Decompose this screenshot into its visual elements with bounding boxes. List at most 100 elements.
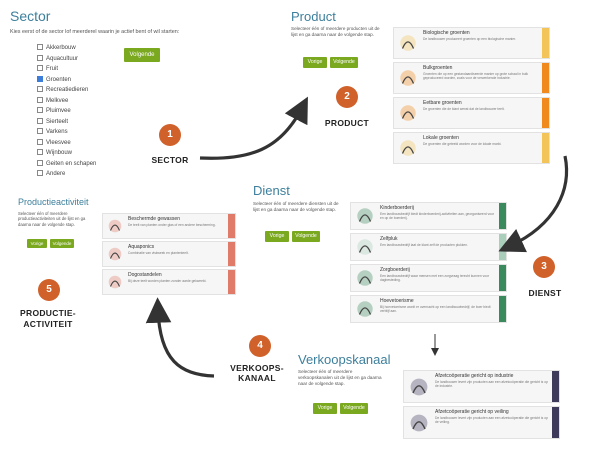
- checkbox[interactable]: [37, 65, 43, 72]
- verkoopskanaal-prev-button[interactable]: Vorige: [313, 403, 337, 414]
- product-card-title: Eetbare groenten: [423, 100, 462, 106]
- checkbox[interactable]: [37, 96, 43, 103]
- dienst-icon: [354, 205, 376, 227]
- sector-option-label: Andere: [46, 171, 66, 177]
- sector-option[interactable]: Fruit: [37, 65, 58, 73]
- checkbox[interactable]: [37, 128, 43, 135]
- sector-next-button[interactable]: Volgende: [124, 48, 160, 62]
- dienst-icon: [354, 298, 376, 320]
- checkbox[interactable]: [37, 159, 43, 166]
- sector-option[interactable]: Geiten en schapen: [37, 159, 96, 168]
- productieactiviteit-card-text: Combinatie van viskweek en plantenteelt.: [128, 251, 189, 255]
- product-title: Product: [291, 9, 336, 24]
- step-3-label: DIENST: [528, 288, 562, 298]
- sector-option[interactable]: Melkvee: [37, 96, 68, 105]
- arrow-sector-to-product: [199, 96, 308, 160]
- sector-option-label: Recreatiedieren: [46, 87, 89, 93]
- sector-option-label: Varkens: [46, 129, 68, 135]
- productieactiviteit-title: Productieactiviteit: [18, 197, 89, 207]
- product-icon: [397, 137, 419, 159]
- sector-option-label: Fruit: [46, 66, 58, 72]
- step-2-label: PRODUCT: [324, 118, 370, 128]
- checkbox[interactable]: [37, 149, 43, 156]
- checkbox[interactable]: [37, 138, 43, 145]
- product-prev-button[interactable]: Vorige: [303, 57, 327, 68]
- dienst-prev-button[interactable]: Vorige: [265, 231, 289, 242]
- checkbox[interactable]: [37, 107, 43, 114]
- product-next-button[interactable]: Volgende: [330, 57, 358, 68]
- checkbox[interactable]: [37, 75, 43, 82]
- sector-option[interactable]: Recreatiedieren: [37, 86, 88, 94]
- product-icon: [397, 102, 419, 124]
- checkbox[interactable]: [37, 170, 43, 177]
- verkoopskanaal-card-title: Afzetcoöperatie gericht op veiling: [435, 409, 509, 415]
- productieactiviteit-card-text: Bij deze teelt worden planten zonder aar…: [128, 279, 207, 283]
- sector-option[interactable]: Sierteelt: [37, 117, 69, 126]
- dienst-card-title: Hoevetoerisme: [380, 298, 414, 304]
- productieactiviteit-prev-button[interactable]: Vorige: [27, 239, 47, 248]
- step-5-label: PRODUCTIE- ACTIVITEIT: [20, 308, 76, 329]
- sector-option-label: Groenten: [46, 76, 72, 83]
- sector-option-label: Sierteelt: [46, 118, 69, 125]
- dienst-card-text: Een landbouwbedrijf biedt kinderboerderi…: [380, 212, 494, 221]
- step-1-label: SECTOR: [151, 155, 189, 165]
- sector-option-label: Vleesvee: [46, 139, 71, 146]
- dienst-card-tag: [499, 296, 506, 322]
- sector-option-label: Aquacultuur: [46, 55, 79, 62]
- productieactiviteit-icon: [106, 217, 124, 235]
- step-2-circle: 2: [336, 86, 358, 108]
- sector-option[interactable]: Vleesvee: [37, 138, 71, 147]
- productieactiviteit-card-tag: [228, 270, 235, 294]
- checkbox[interactable]: [37, 86, 43, 93]
- verkoopskanaal-next-button[interactable]: Volgende: [340, 403, 368, 414]
- sector-option[interactable]: Wijnbouw: [37, 149, 72, 157]
- step-4-label: VERKOOPS- KANAAL: [230, 363, 284, 383]
- verkoopskanaal-card-text: De landbouwer levert zijn producten aan …: [435, 380, 548, 389]
- verkoopskanaal-description: Selecteer één of meerdere verkoopskanale…: [298, 369, 382, 386]
- verkoopskanaal-icon: [407, 411, 431, 435]
- productieactiviteit-next-button[interactable]: Volgende: [50, 239, 74, 248]
- sector-title: Sector: [10, 8, 51, 24]
- dienst-card-text: Bij hoevetoerisme wordt er overnacht op …: [380, 305, 491, 314]
- sector-option[interactable]: Aquacultuur: [37, 54, 79, 63]
- sector-option[interactable]: Akkerbouw: [37, 44, 76, 52]
- sector-option-label: Akkerbouw: [46, 45, 76, 51]
- verkoopskanaal-card-tag: [552, 407, 559, 438]
- productieactiviteit-card-text: De teelt van planten onder glas of een a…: [128, 223, 216, 227]
- sector-option[interactable]: Andere: [37, 170, 65, 178]
- checkbox[interactable]: [37, 54, 43, 61]
- productieactiviteit-card-tag: [228, 214, 235, 238]
- dienst-icon: [354, 267, 376, 289]
- product-card-title: Bulkgroenten: [423, 65, 453, 71]
- dienst-next-button[interactable]: Volgende: [292, 231, 320, 242]
- productieactiviteit-card-title: Beschermde gewassen: [128, 216, 180, 222]
- sector-option[interactable]: Groenten: [37, 75, 72, 84]
- dienst-card-tag: [499, 265, 506, 291]
- sector-option[interactable]: Pluimvee: [37, 107, 71, 115]
- product-card-tag: [542, 63, 549, 93]
- sector-option[interactable]: Varkens: [37, 128, 68, 136]
- step-1-circle: 1: [159, 124, 181, 146]
- step-5-circle: 5: [38, 279, 60, 301]
- dienst-card-title: Kinderboerderij: [380, 205, 414, 211]
- sector-option-label: Wijnbouw: [46, 150, 73, 156]
- checkbox[interactable]: [37, 44, 43, 51]
- step-3-circle: 3: [533, 256, 555, 278]
- productieactiviteit-icon: [106, 245, 124, 263]
- step-4-circle: 4: [249, 335, 271, 357]
- checkbox[interactable]: [37, 117, 43, 124]
- product-card-text: De groenten die de klant wenst dat de la…: [423, 107, 505, 111]
